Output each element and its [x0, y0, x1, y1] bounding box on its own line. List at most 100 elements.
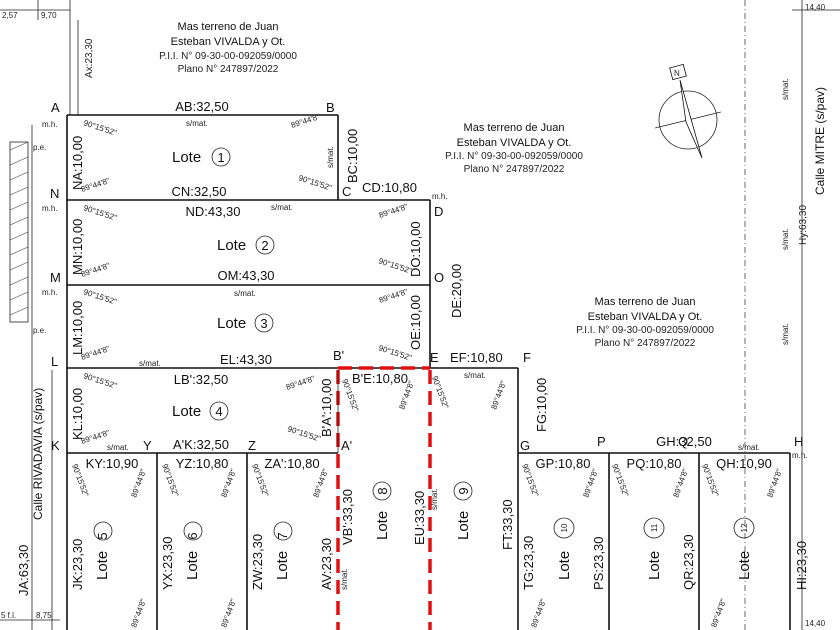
sidewalk-hatch — [9, 141, 29, 323]
svg-text:5: 5 — [95, 532, 110, 539]
svg-text:Lote: Lote — [646, 551, 663, 580]
svg-text:Mas terreno de Juan: Mas terreno de Juan — [178, 21, 279, 33]
svg-text:AV:23,30: AV:23,30 — [319, 538, 334, 590]
svg-text:DE:20,00: DE:20,00 — [449, 264, 464, 318]
svg-text:ZW:23,30: ZW:23,30 — [250, 534, 265, 590]
svg-text:Lote: Lote — [217, 237, 246, 254]
svg-text:4: 4 — [215, 404, 222, 419]
svg-text:NA:10,00: NA:10,00 — [70, 136, 85, 190]
svg-text:P.I.I. N° 09-30-00-092059/0000: P.I.I. N° 09-30-00-092059/0000 — [159, 51, 297, 62]
svg-text:ZA':10,80: ZA':10,80 — [264, 456, 319, 471]
svg-text:PS:23,30: PS:23,30 — [591, 537, 606, 591]
svg-text:89°44'8": 89°44'8" — [378, 202, 409, 220]
svg-text:s/mat.: s/mat. — [271, 203, 293, 212]
svg-text:B'A':10,00: B'A':10,00 — [319, 379, 334, 437]
svg-text:C: C — [342, 184, 351, 199]
svg-text:Lote: Lote — [274, 551, 291, 580]
svg-text:90°15'52": 90°15'52" — [82, 287, 118, 306]
svg-text:BC:10,00: BC:10,00 — [345, 129, 360, 183]
svg-text:JK:23,30: JK:23,30 — [70, 539, 85, 590]
lot-3: Lote 3 — [217, 313, 274, 333]
svg-text:s/mat.: s/mat. — [326, 146, 335, 168]
point-labels: A B C D N M O L B' E F K Y Z A' G P Q H — [50, 100, 803, 453]
svg-text:89°44'8": 89°44'8" — [765, 467, 784, 498]
svg-text:Lote: Lote — [736, 551, 753, 580]
svg-text:10: 10 — [560, 523, 569, 532]
street-right: Calle MITRE (s/pav) — [813, 87, 827, 195]
svg-text:H: H — [794, 434, 803, 449]
svg-text:Lote: Lote — [184, 551, 201, 580]
svg-text:Mas terreno de Juan: Mas terreno de Juan — [595, 296, 696, 308]
svg-text:N: N — [50, 186, 59, 201]
svg-text:VB':33,30: VB':33,30 — [340, 489, 355, 545]
svg-text:s/mat.: s/mat. — [781, 228, 790, 250]
svg-text:Y: Y — [143, 438, 152, 453]
smat-marks: s/mat. s/mat. s/mat. s/mat. s/mat. s/mat… — [107, 119, 760, 590]
neighbor-mid: Mas terreno de Juan Esteban VIVALDA y Ot… — [445, 122, 583, 175]
svg-text:QH:10,90: QH:10,90 — [716, 456, 772, 471]
svg-text:m.h.: m.h. — [42, 204, 58, 213]
svg-text:89°44'8": 89°44'8" — [285, 374, 316, 392]
svg-text:F: F — [523, 350, 531, 365]
svg-text:11: 11 — [650, 523, 659, 532]
svg-text:90°15'52": 90°15'52" — [82, 371, 118, 390]
svg-text:8: 8 — [375, 487, 390, 494]
svg-text:89°44'8": 89°44'8" — [671, 467, 690, 498]
svg-text:KY:10,90: KY:10,90 — [86, 456, 139, 471]
svg-text:P.I.I. N° 09-30-00-092059/0000: P.I.I. N° 09-30-00-092059/0000 — [576, 325, 714, 336]
svg-text:YZ:10,80: YZ:10,80 — [176, 456, 229, 471]
svg-text:7: 7 — [275, 532, 290, 539]
svg-text:m.h.: m.h. — [42, 120, 58, 129]
svg-text:s/mat.: s/mat. — [139, 359, 161, 368]
lot-2: Lote 2 — [217, 235, 275, 255]
svg-text:KL:10,00: KL:10,00 — [70, 388, 85, 440]
svg-text:LB':32,50: LB':32,50 — [174, 372, 229, 387]
dim-5fl: 5 f.l. — [1, 611, 16, 620]
svg-text:p.e.: p.e. — [33, 143, 46, 152]
svg-text:AB:32,50: AB:32,50 — [175, 99, 229, 114]
svg-text:89°44'8": 89°44'8" — [219, 467, 238, 498]
svg-text:LM:10,00: LM:10,00 — [70, 301, 85, 355]
dim-ja: JA:63,30 — [16, 545, 31, 596]
svg-text:89°44'8": 89°44'8" — [581, 467, 600, 498]
svg-text:89°44'8": 89°44'8" — [129, 597, 148, 628]
dimension-labels: AB:32,50 BC:10,00 NA:10,00 CN:32,50 CD:1… — [70, 99, 809, 590]
svg-text:s/mat.: s/mat. — [781, 323, 790, 345]
svg-text:GH:32,50: GH:32,50 — [656, 434, 712, 449]
svg-text:Lote: Lote — [172, 149, 201, 166]
svg-text:s/mat.: s/mat. — [107, 443, 129, 452]
svg-text:m.h.: m.h. — [432, 192, 448, 201]
svg-text:89°44'8": 89°44'8" — [219, 597, 238, 628]
svg-text:Plano N° 247897/2022: Plano N° 247897/2022 — [178, 64, 279, 75]
svg-text:Lote: Lote — [217, 315, 246, 332]
svg-text:s/mat.: s/mat. — [464, 371, 486, 380]
svg-text:B'E:10,80: B'E:10,80 — [352, 371, 408, 386]
parcel-lines — [66, 114, 791, 630]
svg-text:Plano N° 247897/2022: Plano N° 247897/2022 — [595, 338, 696, 349]
svg-text:EU:33,30: EU:33,30 — [412, 491, 427, 545]
svg-text:YX:23,30: YX:23,30 — [160, 537, 175, 591]
svg-text:HI:23,30: HI:23,30 — [794, 541, 809, 590]
svg-text:Q: Q — [678, 434, 688, 449]
svg-text:EF:10,80: EF:10,80 — [450, 350, 503, 365]
svg-text:L: L — [51, 354, 58, 369]
svg-text:2: 2 — [261, 238, 268, 253]
svg-text:CD:10,80: CD:10,80 — [362, 180, 417, 195]
svg-text:3: 3 — [260, 316, 267, 331]
svg-text:9: 9 — [456, 487, 471, 494]
svg-text:p.e.: p.e. — [33, 326, 46, 335]
street-left: Calle RIVADAVIA (s/pav) — [31, 388, 45, 520]
lot-11: Lote 11 — [643, 517, 665, 580]
svg-text:90°15'52": 90°15'52" — [286, 424, 322, 443]
svg-text:90°15'52": 90°15'52" — [82, 203, 118, 222]
dim-ax: Ax:23,30 — [84, 38, 95, 78]
svg-text:E: E — [430, 350, 439, 365]
svg-text:TG:23,30: TG:23,30 — [521, 536, 536, 590]
svg-text:GP:10,80: GP:10,80 — [536, 456, 591, 471]
svg-text:G: G — [520, 438, 530, 453]
